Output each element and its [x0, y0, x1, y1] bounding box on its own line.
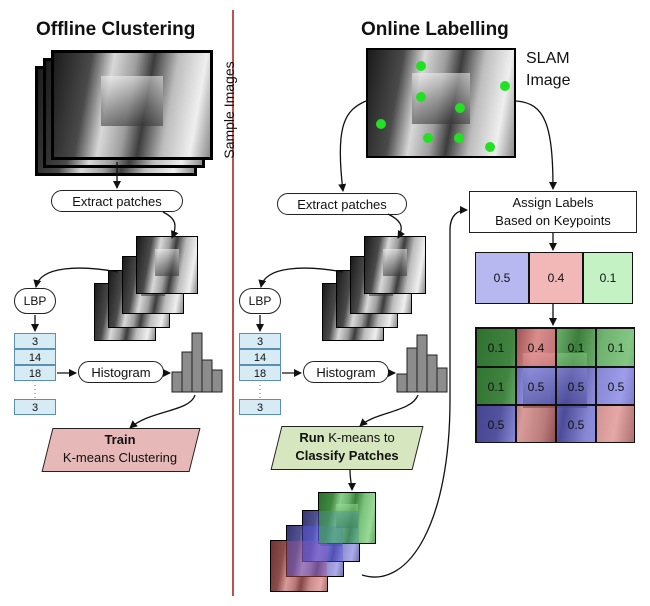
- grid-cell-r2-c1: [516, 405, 556, 442]
- online-hist-bar-4: [426, 354, 438, 393]
- online-hist-bar-3: [416, 334, 428, 393]
- grid-cell-r2-c3: [596, 405, 634, 442]
- grid-cell-r1-c3: 0.5: [596, 367, 634, 405]
- assign-line1: Assign Labels: [512, 195, 594, 210]
- label-grid: 0.1 0.4 0.1 0.1 0.1 0.5 0.5 0.5 0.5 0.5: [475, 327, 635, 443]
- online-lbp: LBP: [239, 288, 281, 314]
- train-label: Train K-means Clustering: [40, 431, 200, 467]
- online-title: Online Labelling: [361, 19, 509, 40]
- grid-cell-r2-c0: 0.5: [476, 405, 516, 442]
- arrow-classify-to-patches: [347, 469, 356, 491]
- offline-hist-bar-3: [191, 332, 203, 393]
- keypoint-1: [416, 61, 426, 71]
- run-text: K-means to: [324, 430, 395, 445]
- slam-image-label: SLAM Image: [526, 48, 570, 92]
- offline-hist-bar-2: [181, 351, 193, 393]
- online-histogram-label: Histogram: [303, 361, 389, 383]
- keypoint-6: [454, 133, 464, 143]
- offline-patch-4: [136, 236, 198, 294]
- slam-image: [366, 48, 516, 158]
- assign-labels-box: Assign Labels Based on Keypoints: [469, 191, 637, 233]
- online-patch-4: [364, 236, 426, 294]
- online-vector-3: 3: [239, 399, 281, 415]
- label-cell-red: 0.4: [529, 252, 583, 304]
- online-extract-patches: Extract patches: [277, 193, 407, 215]
- online-vector-0: 3: [239, 333, 281, 349]
- offline-vector-ellipsis: ····: [33, 380, 37, 402]
- grid-cell-r1-c1: 0.5: [516, 367, 556, 405]
- assign-line2: Based on Keypoints: [495, 213, 611, 228]
- keypoint-4: [376, 119, 386, 129]
- keypoints: [376, 61, 510, 152]
- arrow-slam-to-extract: [338, 100, 367, 192]
- online-hist-bar-5: [436, 367, 448, 393]
- offline-hist-bar-5: [211, 369, 223, 393]
- online-hist-bar-2: [406, 347, 418, 393]
- offline-title: Offline Clustering: [36, 19, 196, 40]
- offline-hist-bar-4: [201, 359, 213, 393]
- arrow-online-extract-to-patches: [387, 213, 405, 239]
- train-text: K-means Clustering: [62, 450, 178, 465]
- grid-cell-r1-c2: 0.5: [556, 367, 596, 405]
- label-cell-blue: 0.5: [475, 252, 529, 304]
- keypoint-7: [485, 142, 495, 152]
- keypoint-5: [423, 133, 433, 143]
- arrow-patches-to-lbp: [33, 267, 119, 288]
- offline-extract-patches: Extract patches: [51, 190, 183, 212]
- run-bold: Run: [299, 430, 325, 445]
- offline-histogram-bars: [171, 332, 223, 393]
- arrow-extract-to-patches: [162, 211, 179, 239]
- offline-lbp: LBP: [14, 288, 56, 314]
- offline-histogram-label: Histogram: [78, 361, 164, 383]
- online-vector-1: 14: [239, 349, 281, 365]
- sample-image-front: [51, 50, 213, 160]
- arrow-online-bars-to-classify: [359, 394, 419, 427]
- offline-hist-bar-1: [171, 371, 183, 393]
- slam-label-line2: Image: [526, 72, 571, 89]
- offline-vector-1: 14: [14, 349, 56, 365]
- offline-vector-3: 3: [14, 399, 56, 415]
- online-vector-2: 18: [239, 365, 281, 381]
- grid-cell-r0-c0: 0.1: [476, 328, 516, 367]
- arrow-patches-to-assign: [361, 206, 468, 578]
- keypoint-3: [455, 103, 465, 113]
- slam-label-line1: SLAM: [526, 50, 570, 67]
- online-vector-ellipsis: ····: [258, 380, 262, 402]
- train-bold: Train: [104, 432, 136, 447]
- classify-bold: Classify Patches: [295, 448, 399, 463]
- arrow-bars-to-train: [129, 394, 196, 429]
- grid-cell-r2-c2: 0.5: [556, 405, 596, 442]
- offline-vector-0: 3: [14, 333, 56, 349]
- grid-cell-r0-c1: 0.4: [516, 328, 556, 367]
- classified-patch-green: [318, 492, 376, 544]
- grid-cell-r0-c2: 0.1: [556, 328, 596, 367]
- classified-patch-red: [270, 540, 328, 592]
- online-histogram-bars: [396, 334, 448, 393]
- arrow-slam-to-assign: [515, 100, 557, 190]
- online-hist-bar-1: [396, 373, 408, 393]
- keypoint-2: [416, 92, 426, 102]
- divider-line: [232, 10, 234, 596]
- classify-label: Run K-means to Classify Patches: [272, 429, 422, 465]
- grid-cell-r0-c3: 0.1: [596, 328, 634, 367]
- label-cell-green: 0.1: [583, 252, 633, 304]
- offline-vector-2: 18: [14, 365, 56, 381]
- grid-cell-r1-c0: 0.1: [476, 367, 516, 405]
- keypoint-8: [500, 81, 510, 91]
- arrow-online-patches-to-lbp: [258, 267, 344, 288]
